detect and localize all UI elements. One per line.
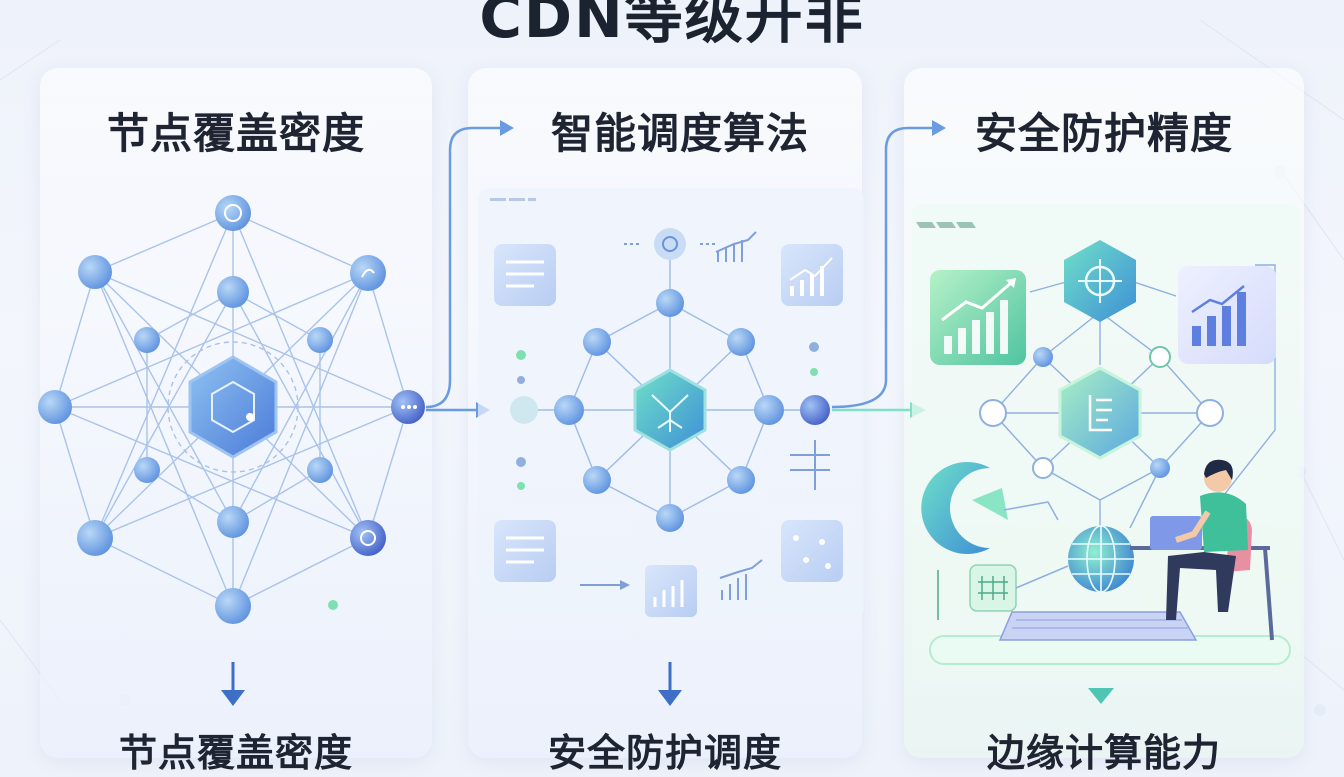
radar-shield-icon <box>921 462 1059 554</box>
scheduling-doc-cards <box>494 244 843 617</box>
mesh-nodes <box>38 195 425 624</box>
globe-icon <box>1068 525 1134 593</box>
mesh-dashed-ring <box>167 341 299 473</box>
security-top-hexagon <box>1064 240 1136 322</box>
scheduling-mini-charts <box>580 231 830 600</box>
board-dashes <box>490 198 536 201</box>
down-arrow-3 <box>1088 688 1114 704</box>
scheduling-hub-hexagon <box>633 368 707 452</box>
security-nodes <box>979 346 1224 479</box>
page-title: CDN等级开非 <box>479 0 865 51</box>
diagram-artwork <box>38 120 1300 706</box>
panel-title-security-precision: 安全防护精度 <box>974 109 1233 158</box>
growth-chart-card <box>930 270 1026 365</box>
down-arrow-1 <box>221 662 245 706</box>
grid-chip-icon <box>937 564 1069 620</box>
panel-title-node-coverage: 节点覆盖密度 <box>106 109 365 158</box>
panel-title-smart-scheduling: 智能调度算法 <box>550 109 809 158</box>
security-board-dashes <box>916 222 976 228</box>
developer-at-desk-illustration <box>929 459 1291 665</box>
bar-chart-card <box>1178 266 1276 364</box>
central-hub-hexagon <box>188 355 278 459</box>
down-arrow-2 <box>658 662 682 706</box>
security-center-hexagon <box>1058 366 1142 460</box>
scheduling-nodes <box>510 228 830 532</box>
